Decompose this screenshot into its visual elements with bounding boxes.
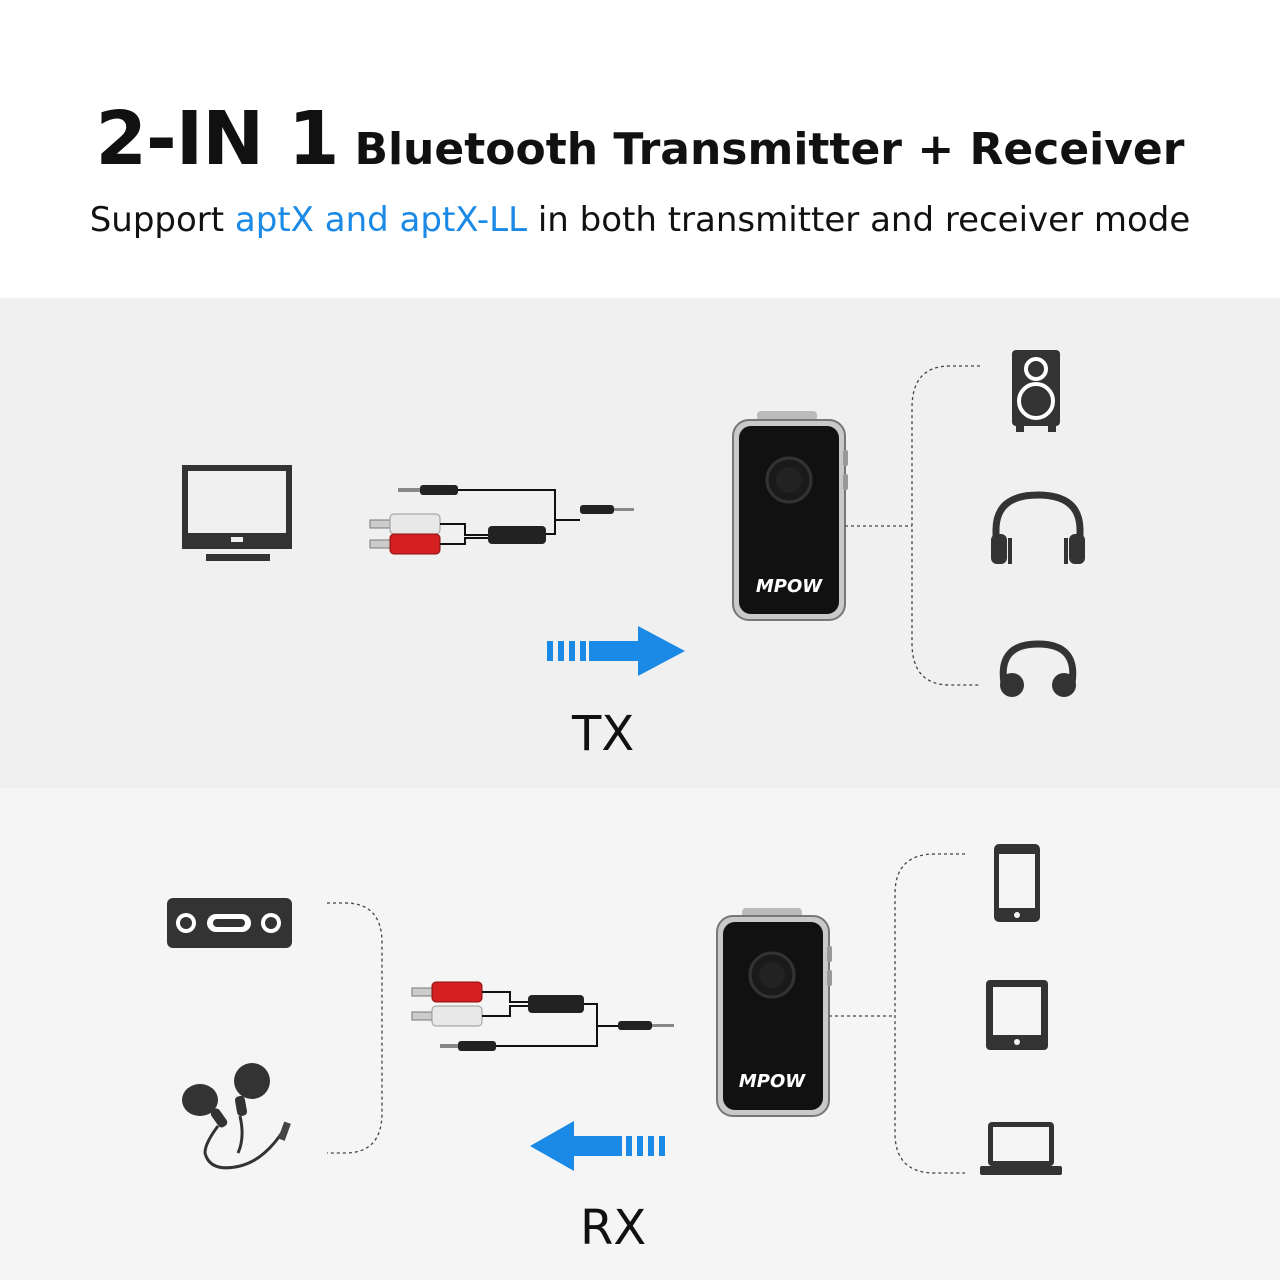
headphones-icon [991,491,1085,564]
tx-label: TX [572,706,635,762]
tx-output-connectors [845,365,980,686]
tx-brand-logo: MPOW [756,576,823,597]
earphones-icon [182,1063,291,1170]
rx-mpow-device: MPOW [716,908,832,1117]
rx-direction-arrow-icon [530,1121,665,1171]
rca-to-aux-cable-icon [369,485,634,555]
rx-panel: MPOW RX [0,788,1280,1280]
subtitle-after: in both transmitter and receiver mode [527,200,1191,240]
subtitle-before: Support [89,200,235,240]
page-title: 2-IN 1 Bluetooth Transmitter + Receiver [0,96,1280,182]
header: 2-IN 1 Bluetooth Transmitter + Receiver S… [0,0,1280,298]
title-sub: Bluetooth Transmitter + Receiver [354,124,1185,175]
subtitle-highlight: aptX and aptX-LL [234,200,528,240]
rx-brand-logo: MPOW [739,1071,806,1092]
smartphone-icon [994,844,1040,922]
neckband-headphones-icon [999,640,1077,697]
rx-label: RX [580,1200,647,1256]
rx-source-connectors [829,853,965,1174]
laptop-icon [980,1122,1062,1175]
car-aux-stereo-icon [167,898,292,948]
rx-output-connectors [327,902,383,1154]
speaker-icon [1012,350,1060,432]
subtitle: Support aptX and aptX-LL in both transmi… [0,200,1280,240]
tx-panel: MPOW TX [0,298,1280,788]
tx-scene: MPOW [182,350,1085,697]
rx-scene: MPOW [167,844,1062,1175]
tv-monitor-icon [182,465,292,561]
title-main: 2-IN 1 [95,96,340,182]
tablet-icon [986,980,1048,1050]
tx-direction-arrow-icon [547,626,685,676]
tx-mpow-device: MPOW [732,411,848,621]
rca-to-aux-cable-icon [411,981,674,1051]
